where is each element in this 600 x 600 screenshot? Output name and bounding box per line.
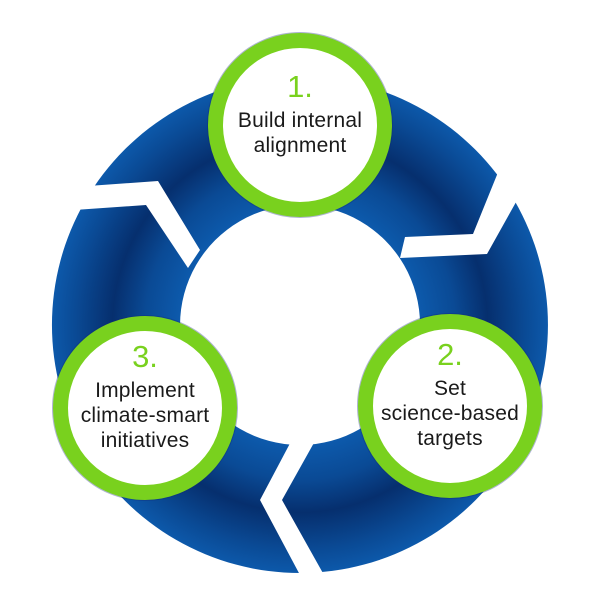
step-2-label-line-2: science-based	[380, 402, 519, 425]
step-2-circle: 2. Set science-based targets	[358, 314, 542, 498]
step-1-label-line-2: alignment	[253, 133, 347, 157]
step-3-circle: 3. Implement climate-smart initiatives	[53, 316, 237, 500]
step-3-number: 3.	[132, 339, 158, 374]
step-1-label-line-1: Build internal	[237, 108, 363, 132]
step-1-circle: 1. Build internal alignment	[208, 33, 392, 217]
step-3-label-line-3: initiatives	[100, 429, 190, 452]
step-1-number: 1.	[287, 68, 313, 104]
step-3-label-line-2: climate-smart	[80, 404, 210, 427]
step-2-number: 2.	[437, 337, 463, 372]
step-2-label-line-1: Set	[433, 377, 467, 400]
step-2-label-line-3: targets	[417, 427, 483, 450]
step-3-label-line-1: Implement	[95, 379, 195, 402]
